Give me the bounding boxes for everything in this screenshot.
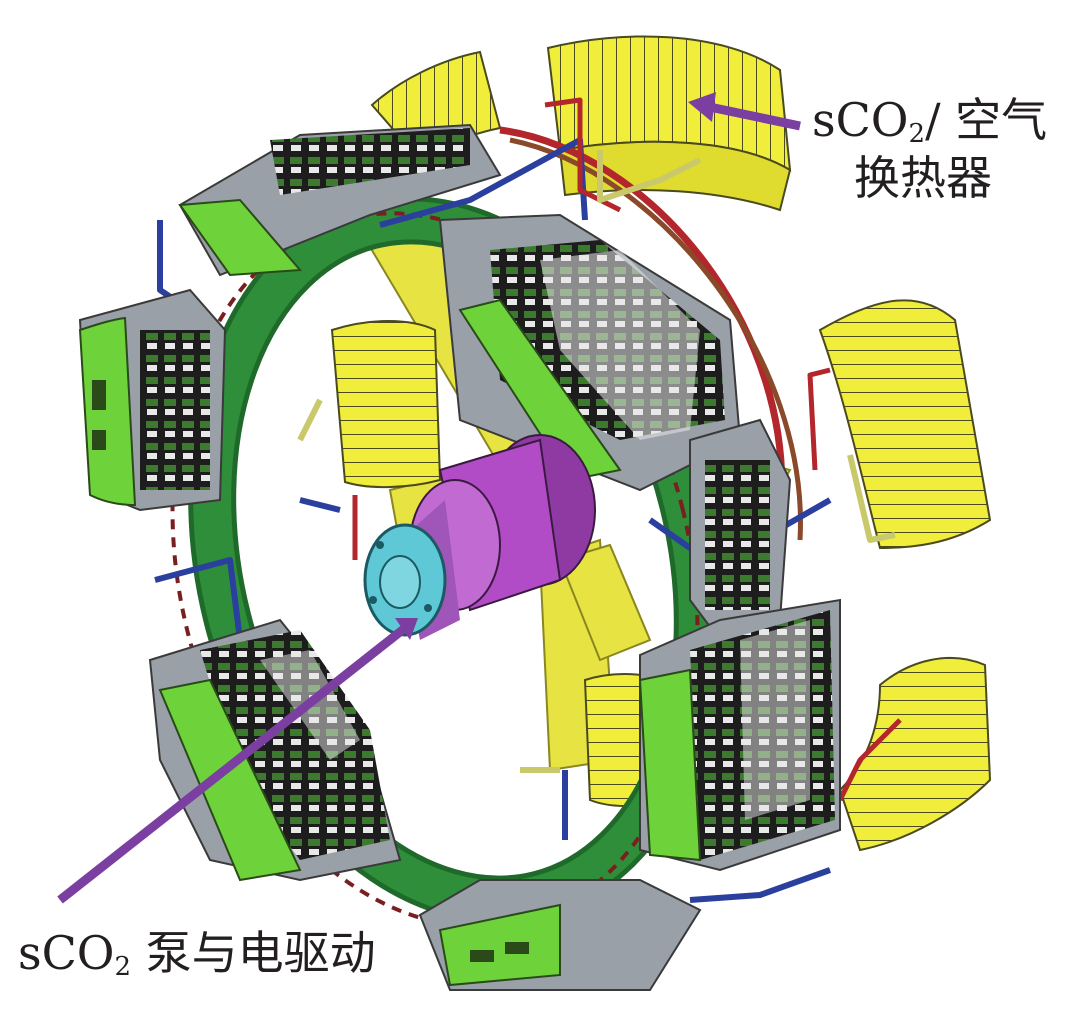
module-top	[178, 123, 502, 277]
label-pump-prefix: sCO	[18, 926, 115, 980]
heat-exchanger-bottom-right	[838, 657, 992, 852]
label-hx-line2: 换热器	[854, 150, 992, 205]
arrow-pump	[57, 618, 418, 904]
heat-exchanger-top-right	[546, 35, 792, 212]
pump-motor	[363, 434, 596, 640]
label-hx-suffix: / 空气	[925, 93, 1048, 147]
label-hx-prefix: sCO	[812, 93, 909, 147]
coolant-loop-brown	[509, 137, 803, 541]
module-right	[689, 418, 792, 642]
label-pump-drive: sCO2 泵与电驱动	[18, 928, 376, 982]
pipes-olive	[297, 150, 896, 773]
module-lower-left	[148, 618, 402, 882]
module-bottom	[418, 879, 702, 991]
pipes-red	[352, 97, 902, 802]
label-pump-subscript: 2	[114, 952, 132, 982]
label-pump-suffix: 泵与电驱动	[131, 926, 376, 980]
module-upper-right	[438, 213, 742, 492]
label-heat-exchanger: sCO2/ 空气 换热器	[812, 95, 1047, 203]
module-lower-right	[638, 598, 841, 872]
arrow-heat-exchanger	[688, 92, 801, 131]
heat-exchanger-right	[818, 299, 992, 550]
label-hx-subscript: 2	[908, 119, 926, 149]
heat-exchanger-center	[330, 320, 442, 489]
module-left	[78, 288, 227, 512]
